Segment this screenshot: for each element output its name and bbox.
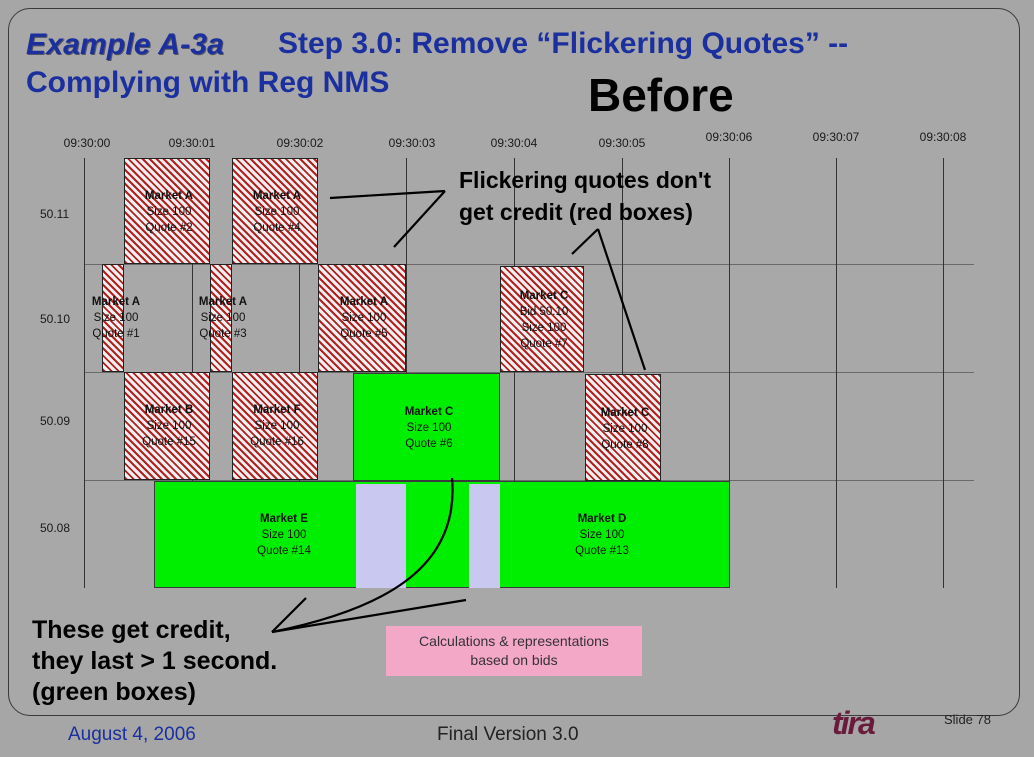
grid-line bbox=[84, 158, 85, 588]
price-label: 50.10 bbox=[40, 312, 71, 326]
credit-gap-box bbox=[469, 484, 500, 588]
quote-box-red bbox=[318, 264, 406, 372]
tira-logo: tira bbox=[832, 705, 876, 741]
quote-box-green bbox=[353, 373, 500, 481]
footer-version: Final Version 3.0 bbox=[437, 724, 579, 745]
slide-number: Slide 78 bbox=[944, 712, 991, 727]
time-label: 09:30:04 bbox=[490, 136, 538, 150]
quote-box-red bbox=[210, 264, 232, 372]
grid-line bbox=[514, 158, 515, 588]
quote-box-red bbox=[500, 266, 584, 372]
price-label: 50.11 bbox=[40, 207, 70, 221]
grid-line bbox=[622, 158, 623, 588]
quote-box-green bbox=[154, 481, 730, 588]
time-label: 09:30:02 bbox=[276, 136, 324, 150]
quote-box-red bbox=[102, 264, 124, 372]
quote-box-red bbox=[124, 158, 210, 264]
time-label: 09:30:03 bbox=[388, 136, 436, 150]
price-label: 50.09 bbox=[40, 414, 71, 428]
title-line2: Complying with Reg NMS bbox=[26, 66, 390, 99]
grid-line bbox=[729, 158, 730, 588]
pointer-line bbox=[271, 597, 307, 633]
quote-box-red bbox=[232, 158, 318, 264]
pointer-line bbox=[271, 477, 454, 634]
credit-note: These get credit,they last > 1 second.(g… bbox=[32, 616, 278, 706]
pointer-line bbox=[571, 228, 599, 255]
time-label: 09:30:01 bbox=[168, 136, 216, 150]
before-label: Before bbox=[588, 69, 734, 121]
quote-box-red bbox=[585, 374, 661, 481]
grid-line bbox=[943, 158, 944, 588]
pointer-line bbox=[271, 598, 467, 634]
grid-line bbox=[84, 372, 974, 373]
time-label: 09:30:07 bbox=[812, 130, 860, 144]
footer-date: August 4, 2006 bbox=[68, 724, 196, 745]
grid-line bbox=[836, 158, 837, 588]
credit-gap-box bbox=[356, 484, 406, 588]
time-label: 09:30:08 bbox=[919, 130, 967, 144]
pointer-line bbox=[393, 190, 446, 248]
title-step: Step 3.0: Remove “Flickering Quotes” -- bbox=[278, 27, 849, 60]
grid-line bbox=[84, 480, 974, 481]
pointer-line bbox=[596, 228, 647, 371]
price-label: 50.08 bbox=[40, 521, 71, 535]
time-label: 09:30:05 bbox=[598, 136, 646, 150]
grid-line bbox=[84, 264, 974, 265]
quote-box-red bbox=[232, 372, 318, 480]
title-example: Example A-3a bbox=[26, 28, 225, 61]
quote-box-red bbox=[124, 372, 210, 480]
pointer-line bbox=[329, 189, 446, 200]
time-label: 09:30:06 bbox=[705, 130, 753, 144]
time-label: 09:30:00 bbox=[63, 136, 111, 150]
